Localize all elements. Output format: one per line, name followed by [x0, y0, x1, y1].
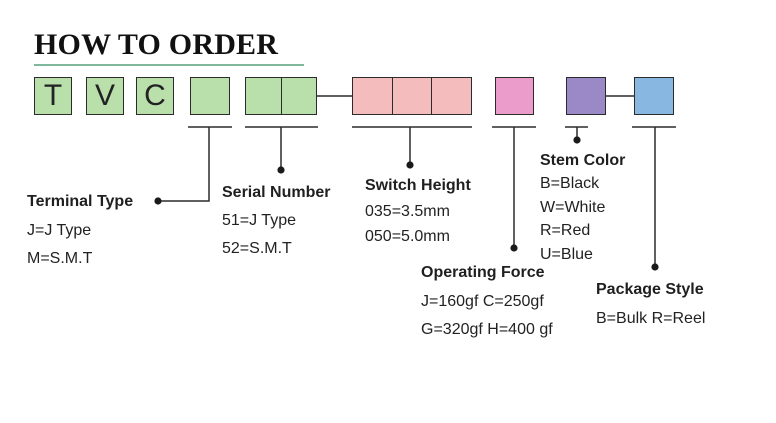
page-title: HOW TO ORDER [34, 28, 279, 61]
terminal-type-label: Terminal Type [27, 193, 134, 210]
operating-force-option: J=160gf C=250gf [421, 293, 544, 310]
serial-number-option: 52=S.M.T [222, 240, 292, 257]
dot-terminal [154, 197, 162, 205]
switch-height-label: Switch Height [365, 177, 471, 194]
stem-color-label: Stem Color [540, 152, 626, 169]
terminal-type-box [190, 77, 230, 115]
switch-height-digit-2 [393, 78, 433, 114]
dot-serial [277, 166, 285, 174]
package-style-box [634, 77, 674, 115]
stem-color-option: R=Red [540, 222, 591, 239]
switch-height-option: 050=5.0mm [365, 228, 450, 245]
serial-number-box [245, 77, 317, 115]
switch-height-digit-3 [432, 78, 471, 114]
dot-package [651, 263, 659, 271]
title-underline [34, 64, 304, 66]
stem-color-option: W=White [540, 199, 606, 216]
operating-force-box [495, 77, 534, 115]
switch-height-digit-1 [353, 78, 393, 114]
switch-height-option: 035=3.5mm [365, 203, 450, 220]
terminal-type-option: J=J Type [27, 222, 92, 239]
leader-terminal [158, 127, 210, 202]
serial-number-label: Serial Number [222, 184, 331, 201]
switch-height-box [352, 77, 472, 115]
dot-force [510, 244, 518, 252]
code-box-t: T [34, 77, 72, 115]
operating-force-option: G=320gf H=400 gf [421, 321, 553, 338]
serial-number-digit-2 [282, 78, 317, 114]
serial-number-digit-1 [246, 78, 282, 114]
serial-number-option: 51=J Type [222, 212, 296, 229]
terminal-type-option: M=S.M.T [27, 250, 93, 267]
operating-force-label: Operating Force [421, 264, 545, 281]
stem-color-box [566, 77, 606, 115]
code-box-v: V [86, 77, 124, 115]
stem-color-option: U=Blue [540, 246, 593, 263]
dot-stem [573, 136, 581, 144]
dot-height [406, 161, 414, 169]
stem-color-option: B=Black [540, 175, 600, 192]
code-box-c: C [136, 77, 174, 115]
package-style-label: Package Style [596, 281, 704, 298]
package-style-option: B=Bulk R=Reel [596, 310, 706, 327]
